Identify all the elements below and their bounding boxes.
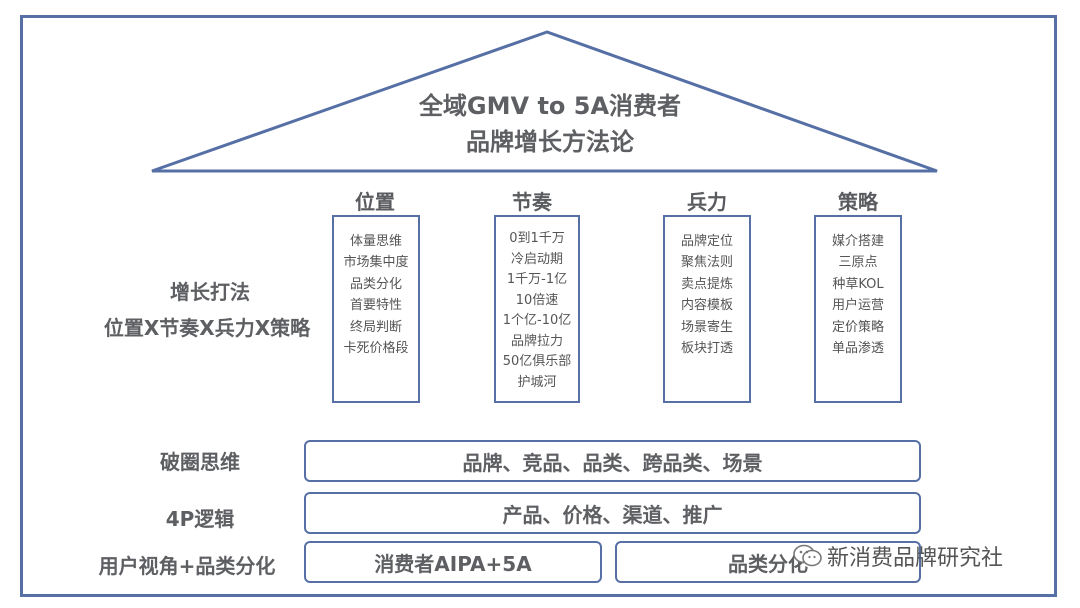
column-head-strategy: 策略 [838, 190, 878, 214]
pillar-item: 用户运营 [831, 298, 884, 314]
pillar-item: 品牌定位 [680, 234, 733, 249]
growth-label-1: 增长打法 [170, 280, 250, 304]
pillar-rhythm: 0到1千万 冷启动期 1千万-1亿 10倍速 1个亿-10亿 品牌拉力 50亿俱… [494, 215, 580, 403]
watermark-text: 新消费品牌研究社 [827, 546, 1004, 571]
pillar-item: 品类分化 [349, 276, 402, 292]
pillar-item: 首要特性 [349, 298, 402, 314]
pillar-item: 媒介搭建 [831, 234, 884, 249]
pillar-position: 体量思维 市场集中度 品类分化 首要特性 终局判断 卡死价格段 [332, 215, 420, 403]
pillar-item: 0到1千万 [509, 231, 565, 246]
diagram-frame [20, 15, 1057, 597]
pillar-item: 定价策略 [831, 319, 884, 335]
bar-category: 品类分化 [615, 541, 921, 583]
pillar-item: 板块打透 [680, 341, 733, 357]
growth-label-2: 位置X节奏X兵力X策略 [103, 316, 311, 340]
diagram-title: 全域GMV to 5A消费者 品牌增长方法论 [360, 88, 740, 160]
column-head-force: 兵力 [687, 190, 727, 214]
pillar-item: 种草KOL [832, 276, 884, 292]
column-head-position: 位置 [355, 190, 395, 214]
pillar-item: 护城河 [517, 374, 557, 390]
row-label-4p: 4P逻辑 [165, 507, 235, 531]
pillar-item: 体量思维 [349, 234, 402, 249]
pillar-item: 1个亿-10亿 [502, 313, 572, 328]
pillar-force: 品牌定位 聚焦法则 卖点提炼 内容模板 场景寄生 板块打透 [663, 215, 751, 403]
watermark: 新消费品牌研究社 [793, 540, 1003, 572]
bar-4p: 产品、价格、渠道、推广 [304, 492, 921, 534]
pillar-item: 市场集中度 [343, 255, 409, 271]
pillar-item: 10倍速 [515, 292, 559, 308]
bar-consumer: 消费者AIPA+5A [304, 541, 602, 583]
column-head-rhythm: 节奏 [512, 190, 552, 214]
row-label-user: 用户视角+品类分化 [98, 554, 276, 578]
title-line-1: 全域GMV to 5A消费者 [418, 92, 682, 120]
pillar-item: 冷启动期 [510, 251, 563, 267]
pillar-item: 三原点 [838, 255, 878, 271]
pillar-item: 聚焦法则 [680, 255, 733, 271]
pillar-item: 品牌拉力 [510, 333, 563, 349]
pillar-item: 卡死价格段 [343, 341, 409, 357]
pillar-item: 内容模板 [680, 298, 733, 314]
pillar-strategy: 媒介搭建 三原点 种草KOL 用户运营 定价策略 单品渗透 [814, 215, 902, 403]
pillar-item: 场景寄生 [680, 319, 733, 335]
row-label-breakout: 破圈思维 [160, 450, 240, 474]
pillar-item: 单品渗透 [831, 341, 884, 357]
bar-breakout: 品牌、竞品、品类、跨品类、场景 [304, 440, 921, 482]
pillar-item: 终局判断 [349, 319, 402, 335]
pillar-item: 卖点提炼 [680, 276, 733, 292]
pillar-item: 1千万-1亿 [506, 272, 568, 287]
wechat-icon [793, 543, 823, 569]
title-line-2: 品牌增长方法论 [466, 128, 634, 156]
pillar-item: 50亿俱乐部 [502, 354, 572, 369]
